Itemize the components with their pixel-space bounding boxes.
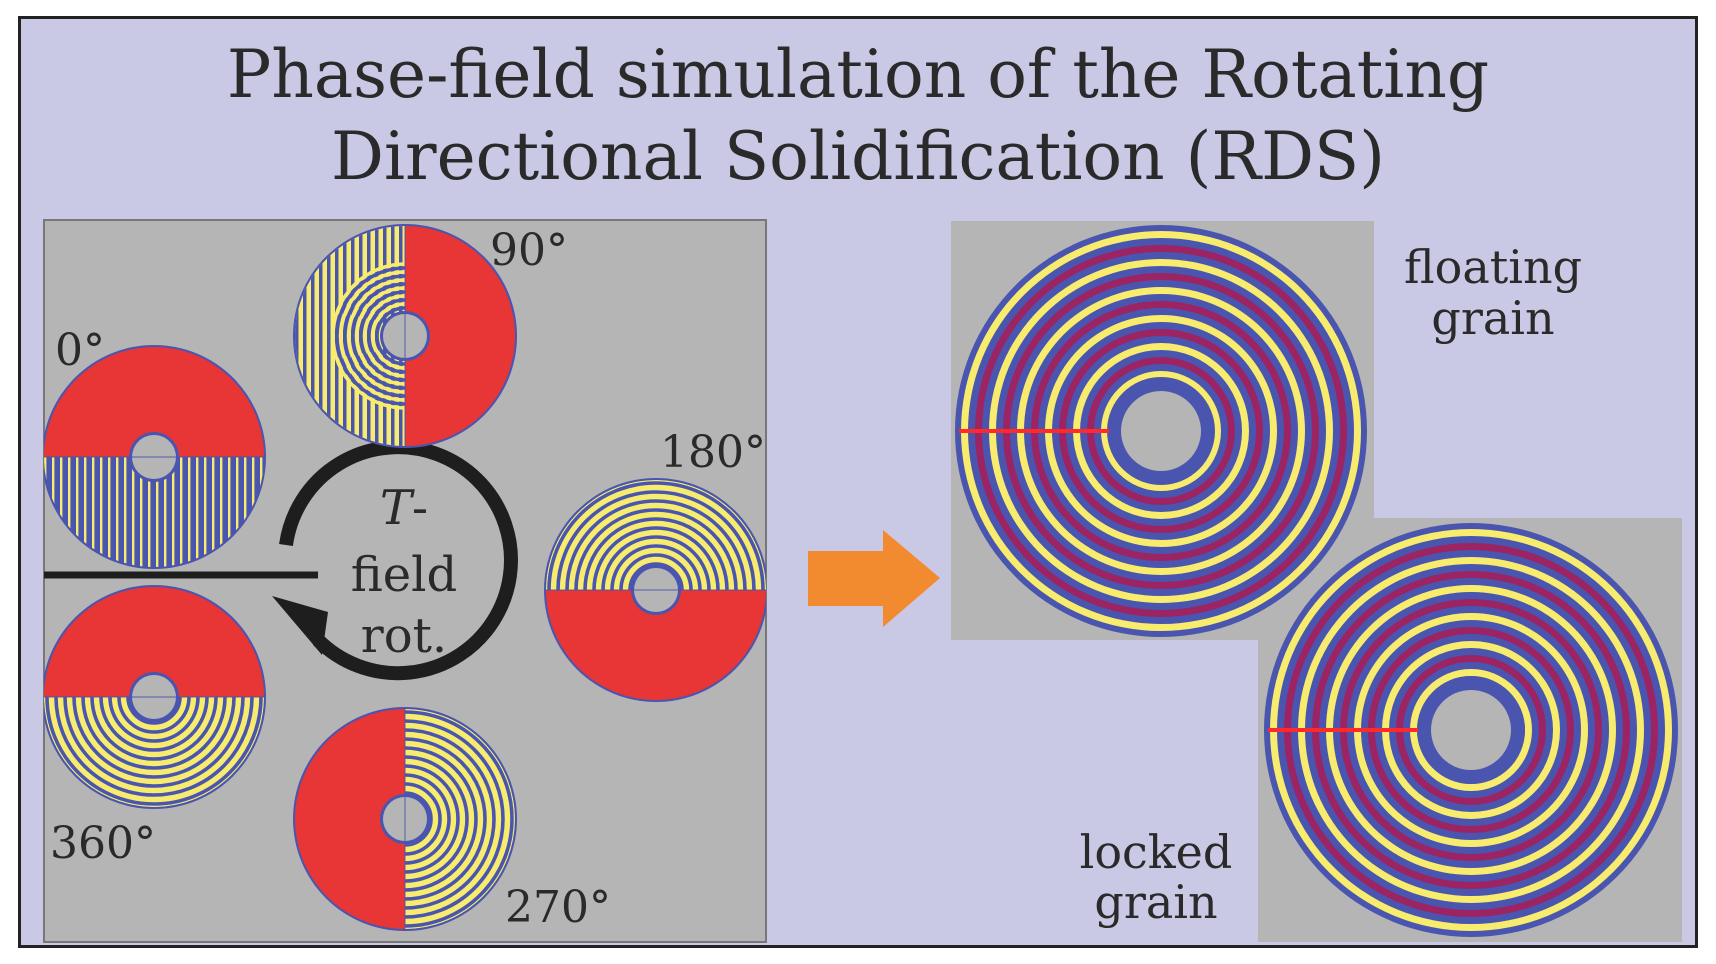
title-line-1: Phase-field simulation of the Rotating	[226, 36, 1490, 113]
liquid-region	[295, 709, 405, 929]
inner-hole	[1121, 391, 1201, 471]
floating-grain-label-line1: floating	[1404, 240, 1582, 294]
left-panel-content	[44, 224, 766, 931]
rotation-arc	[279, 440, 518, 681]
disk-90deg	[293, 224, 517, 448]
rotation-label-line3: rot.	[361, 608, 447, 664]
liquid-region	[546, 590, 766, 700]
locked-grain-label-line2: grain	[1094, 875, 1217, 929]
angle-label-360: 360°	[50, 818, 156, 869]
ring-group	[1264, 523, 1678, 937]
rotation-label-T: T	[380, 480, 415, 536]
process-arrow-icon	[808, 530, 940, 627]
liquid-region	[44, 347, 264, 457]
rotation-arrowhead	[272, 596, 328, 655]
rotation-label-dash: -	[412, 480, 428, 536]
disk-180deg	[544, 478, 766, 702]
rotation-label-line2: field	[351, 547, 458, 603]
locked-grain-label-line1: locked	[1080, 825, 1233, 879]
floating-grain-disk	[955, 225, 1367, 637]
inner-hole	[1431, 690, 1511, 770]
angle-label-0: 0°	[55, 325, 105, 376]
ring-group	[955, 225, 1367, 637]
disk-270deg	[293, 707, 517, 931]
floating-grain-label-line2: grain	[1431, 291, 1554, 345]
title-line-2: Directional Solidification (RDS)	[331, 118, 1385, 195]
angle-label-90: 90°	[490, 225, 568, 276]
angle-label-270: 270°	[505, 882, 611, 933]
rotation-label-line1: T-	[380, 480, 428, 536]
liquid-region	[44, 587, 264, 697]
liquid-region	[405, 226, 515, 446]
angle-label-180: 180°	[660, 427, 766, 478]
disk-360deg	[44, 585, 266, 809]
locked-grain-disk	[1264, 523, 1678, 937]
lamellae	[44, 697, 264, 807]
disk-0deg	[44, 345, 266, 569]
